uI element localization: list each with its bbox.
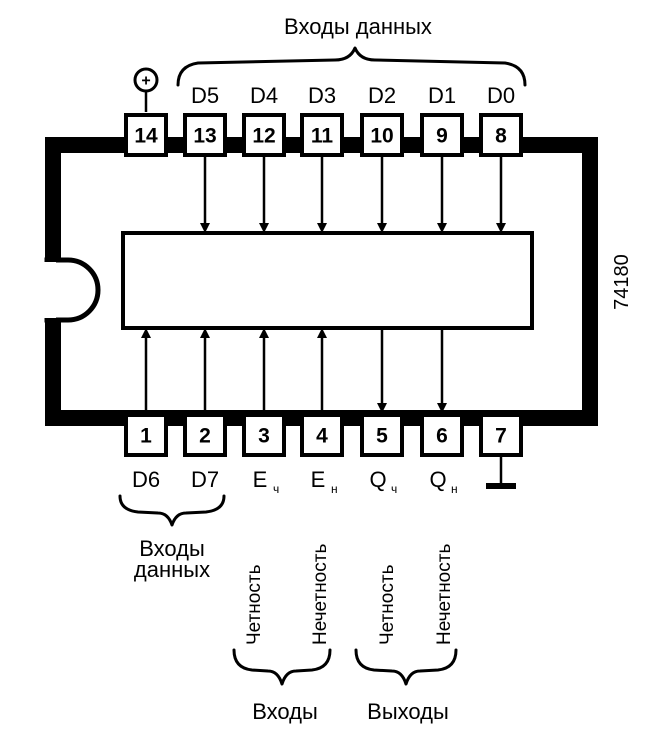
pin-13-input-arrow-arrowhead — [200, 223, 210, 233]
pin-number-9: 9 — [436, 125, 448, 148]
pin-box-13 — [183, 113, 227, 157]
pin-box-9 — [420, 113, 464, 157]
odd-input-label: Нечетность — [310, 544, 331, 645]
pin-5-output-arrow-arrowhead — [377, 403, 387, 413]
pin-number-14: 14 — [134, 125, 158, 148]
pin-label-10: D2 — [368, 83, 396, 108]
pin-6-output-arrow-arrowhead — [437, 403, 447, 413]
pin-4-input-arrow-arrowhead — [317, 328, 327, 338]
bottom-data-inputs-caption-line2: данных — [134, 557, 210, 582]
pin-3-input-arrow-arrowhead — [259, 328, 269, 338]
odd-output-label: Нечетность — [434, 544, 455, 645]
pin-label-8: D0 — [487, 83, 515, 108]
pin-number-5: 5 — [376, 425, 388, 448]
top-pin-12: 12 D4 — [242, 83, 286, 233]
pin-number-2: 2 — [199, 425, 211, 448]
chip-notch — [44, 257, 101, 323]
pin-box-11 — [300, 113, 344, 157]
pin-label-subscript-3: ч — [273, 482, 279, 496]
outputs-caption: Выходы — [367, 699, 449, 724]
pin-box-8 — [479, 113, 523, 157]
bottom-data-inputs-caption-line1: Входы — [139, 536, 205, 561]
top-pin-10: 10 D2 — [360, 83, 404, 233]
pin-label-12: D4 — [250, 83, 278, 108]
pin-label-11: D3 — [308, 83, 336, 108]
bottom-pin-1: 1D6 — [124, 328, 168, 492]
pin-10-input-arrow-arrowhead — [377, 223, 387, 233]
power-plus-symbol: + — [141, 73, 150, 90]
inputs-caption: Входы — [252, 699, 318, 724]
pin-8-input-arrow-arrowhead — [496, 223, 506, 233]
pin-label-subscript-5: ч — [391, 482, 397, 496]
top-pin-8: 8 D0 — [479, 83, 523, 233]
pin-2-input-arrow-arrowhead — [200, 328, 210, 338]
top-pin-row: 14 13 D5 12 D4 11 D3 10 D2 9 D1 8 D0 — [124, 83, 523, 233]
pin-box-10 — [360, 113, 404, 157]
chip-part-number: 74180 — [611, 254, 633, 310]
pin-box-7 — [479, 413, 523, 457]
top-data-inputs-caption: Входы данных — [284, 14, 432, 39]
chip-body — [45, 137, 598, 426]
top-pin-9: 9 D1 — [420, 83, 464, 233]
pin-1-input-arrow-arrowhead — [141, 328, 151, 338]
pin-label-4: E — [311, 467, 326, 492]
pin-label-1: D6 — [132, 467, 160, 492]
pin-number-6: 6 — [436, 425, 448, 448]
pin-number-1: 1 — [140, 425, 152, 448]
pin-number-4: 4 — [316, 425, 328, 448]
pin-label-6: Q — [429, 467, 446, 492]
pin-label-13: D5 — [191, 83, 219, 108]
pin-box-12 — [242, 113, 286, 157]
even-output-label: Четность — [377, 564, 398, 645]
bottom-data-inputs-brace — [118, 494, 226, 527]
bottom-pin-2: 2D7 — [183, 328, 227, 492]
pin-9-input-arrow-arrowhead — [437, 223, 447, 233]
top-pin-11: 11 D3 — [300, 83, 344, 233]
pin-12-input-arrow-arrowhead — [259, 223, 269, 233]
pin-label-5: Q — [369, 467, 386, 492]
pin-number-11: 11 — [311, 125, 334, 148]
pin-box-3 — [242, 413, 286, 457]
inputs-brace — [232, 648, 332, 686]
pin-label-2: D7 — [191, 467, 219, 492]
pin-11-input-arrow-arrowhead — [317, 223, 327, 233]
top-data-inputs-brace — [176, 46, 527, 87]
pin-label-3: E — [253, 467, 268, 492]
pin-box-2 — [183, 413, 227, 457]
pin-number-7: 7 — [495, 425, 507, 448]
pin-label-subscript-4: н — [331, 482, 338, 496]
outputs-brace — [354, 648, 458, 686]
even-input-label: Четность — [244, 564, 265, 645]
logic-block — [121, 231, 534, 330]
pin-box-14 — [124, 113, 168, 157]
pin-number-12: 12 — [252, 125, 275, 148]
pin-number-13: 13 — [193, 125, 216, 148]
bottom-pin-7: 7 — [479, 413, 523, 457]
pin-number-8: 8 — [495, 125, 507, 148]
pin-label-subscript-6: н — [451, 482, 458, 496]
top-pin-14: 14 — [124, 113, 168, 157]
pin-box-6 — [420, 413, 464, 457]
pin-box-4 — [300, 413, 344, 457]
pin-number-10: 10 — [370, 125, 393, 148]
pin-box-1 — [124, 413, 168, 457]
pin-label-9: D1 — [428, 83, 456, 108]
notch-gap — [40, 262, 56, 318]
pin-number-3: 3 — [258, 425, 270, 448]
pin-box-5 — [360, 413, 404, 457]
top-pin-13: 13 D5 — [183, 83, 227, 233]
